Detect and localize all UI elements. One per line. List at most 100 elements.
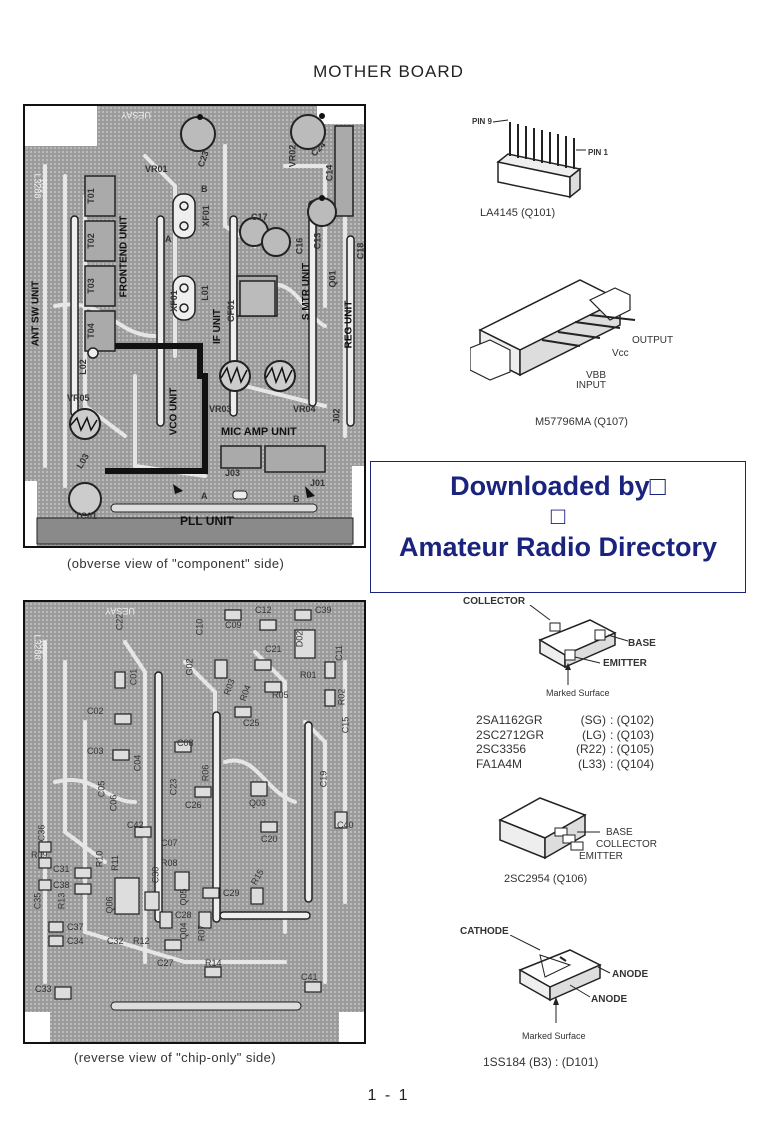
reverse-board-artwork xyxy=(25,609,364,1042)
transistor-base-label: BASE xyxy=(628,638,656,649)
label-c33: C33 xyxy=(35,984,52,994)
label-xf01-top: XF01 xyxy=(200,205,211,227)
label-c18: C18 xyxy=(355,242,366,260)
label-brand-reverse: UESAY xyxy=(105,606,135,616)
label-c21: C21 xyxy=(265,644,282,654)
transistor-collector-label: COLLECTOR xyxy=(463,596,526,607)
label-frontend-unit: FRONTEND UNIT xyxy=(118,215,130,298)
watermark-line3: Amateur Radio Directory xyxy=(398,532,718,562)
reverse-board: C12 C39 C10 C09 C22 C21 D02 C11 R01 G02 … xyxy=(23,600,366,1044)
label-pll-unit: PLL UNIT xyxy=(180,514,234,528)
parts-row: 2SC3356(R22): (Q105) xyxy=(476,742,655,756)
label-c05: C05 xyxy=(96,780,107,798)
label-c01: C01 xyxy=(128,668,139,686)
label-q06: Q06 xyxy=(104,896,115,914)
la4145-ic-drawing xyxy=(492,119,586,199)
label-c28: C28 xyxy=(175,910,192,920)
label-r14: R14 xyxy=(205,958,222,968)
label-r07: R07 xyxy=(196,924,207,942)
label-g02: G02 xyxy=(184,658,195,676)
label-b-upper: B xyxy=(201,184,208,194)
m57796-vcc-label: Vcc xyxy=(612,348,629,359)
diode-anode-label-2: ANODE xyxy=(591,994,628,1005)
label-c34: C34 xyxy=(67,936,84,946)
label-c14: C14 xyxy=(324,164,335,182)
label-c27: C27 xyxy=(157,958,174,968)
sc2954-base-label: BASE xyxy=(606,827,633,838)
label-c09: C09 xyxy=(225,620,242,630)
diode-cathode-label: CATHODE xyxy=(460,926,509,937)
label-c30: C30 xyxy=(150,866,161,884)
label-c40: C40 xyxy=(337,820,354,830)
label-q03: Q03 xyxy=(249,798,267,808)
m57796-vbb-label: VBB xyxy=(586,370,607,381)
parts-row: 2SC2712GR(LG): (Q103) xyxy=(476,727,655,742)
diode-drawing xyxy=(510,935,611,1023)
label-c23-reverse: C23 xyxy=(168,778,179,796)
label-q04: Q04 xyxy=(178,922,189,940)
label-c37: C37 xyxy=(67,922,84,932)
label-if-unit: IF UNIT xyxy=(212,309,223,344)
label-c06: C06 xyxy=(108,794,119,812)
m57796-caption: M57796MA (Q107) xyxy=(535,416,628,428)
label-a-upper: A xyxy=(165,234,172,244)
label-l02: L02 xyxy=(77,359,88,375)
sc2954-drawing xyxy=(498,797,600,860)
reverse-caption: (reverse view of "chip-only" side) xyxy=(74,1050,277,1065)
sc2954-caption: 2SC2954 (Q106) xyxy=(504,873,588,885)
label-c38: C38 xyxy=(53,880,70,890)
label-c08: C08 xyxy=(177,738,194,748)
label-t01: T01 xyxy=(85,188,96,204)
label-r02: R02 xyxy=(336,688,347,706)
label-t03: T03 xyxy=(85,278,96,294)
label-mic-amp-unit: MIC AMP UNIT xyxy=(221,426,297,438)
la4145-caption: LA4145 (Q101) xyxy=(480,207,556,219)
label-a-lower: A xyxy=(201,491,208,501)
label-c15: C15 xyxy=(340,716,351,734)
label-c19: C19 xyxy=(318,770,329,788)
label-c02: C02 xyxy=(87,706,104,716)
label-board-code-2: 10V xyxy=(38,177,49,195)
label-l01: L01 xyxy=(199,285,210,301)
sc2954-emitter-label: EMITTER xyxy=(579,851,623,862)
label-cf01: CF01 xyxy=(226,299,237,323)
label-vr02: VR02 xyxy=(287,144,298,168)
download-watermark: Downloaded by□ □ Amateur Radio Directory xyxy=(370,461,746,593)
transistor-emitter-label: EMITTER xyxy=(603,658,647,669)
label-c12: C12 xyxy=(255,605,272,615)
obverse-board: ANT SW UNIT FRONTEND UNIT IF UNIT VCO UN… xyxy=(23,104,366,548)
label-c10: C10 xyxy=(194,618,205,636)
label-xf01-bottom: XF01 xyxy=(168,290,179,312)
label-tc01: TC01 xyxy=(75,511,98,521)
label-board-code-reverse-2: 10V xyxy=(38,638,49,656)
label-c17: C17 xyxy=(251,212,268,222)
label-vr05: VR05 xyxy=(67,393,90,403)
watermark-line2: □ xyxy=(550,503,566,530)
label-c07: C07 xyxy=(161,838,178,848)
parts-row: 2SA1162GR(SG): (Q102) xyxy=(476,713,655,727)
label-c36: C36 xyxy=(36,824,47,842)
label-c13: C13 xyxy=(312,232,323,250)
m57796-input-label: INPUT xyxy=(576,380,606,391)
label-c25: C25 xyxy=(243,718,260,728)
transistor-sot-drawing xyxy=(529,605,629,685)
label-t02: T02 xyxy=(85,233,96,249)
label-s-mtr-unit: S MTR UNIT xyxy=(301,262,313,321)
label-c03: C03 xyxy=(87,746,104,756)
parts-list: 2SA1162GR(SG): (Q102) 2SC2712GR(LG): (Q1… xyxy=(476,713,654,771)
label-r12: R12 xyxy=(133,936,150,946)
label-j02: J02 xyxy=(331,408,342,424)
diode-caption: 1SS184 (B3) : (D101) xyxy=(483,1055,599,1069)
obverse-caption: (obverse view of "component" side) xyxy=(67,556,285,571)
page-title: MOTHER BOARD xyxy=(313,62,464,81)
label-brand: UESAY xyxy=(121,110,151,120)
label-t04: T04 xyxy=(85,323,96,339)
label-q01: Q01 xyxy=(327,270,338,288)
label-d02: D02 xyxy=(294,630,305,648)
label-b-lower: B xyxy=(293,494,300,504)
label-ant-sw-unit: ANT SW UNIT xyxy=(30,280,42,347)
parts-row: FA1A4M(L33): (Q104) xyxy=(476,756,655,771)
m57796-output-label: OUTPUT xyxy=(632,335,674,346)
label-c41: C41 xyxy=(301,972,318,982)
page-number: 1 - 1 xyxy=(367,1087,410,1104)
